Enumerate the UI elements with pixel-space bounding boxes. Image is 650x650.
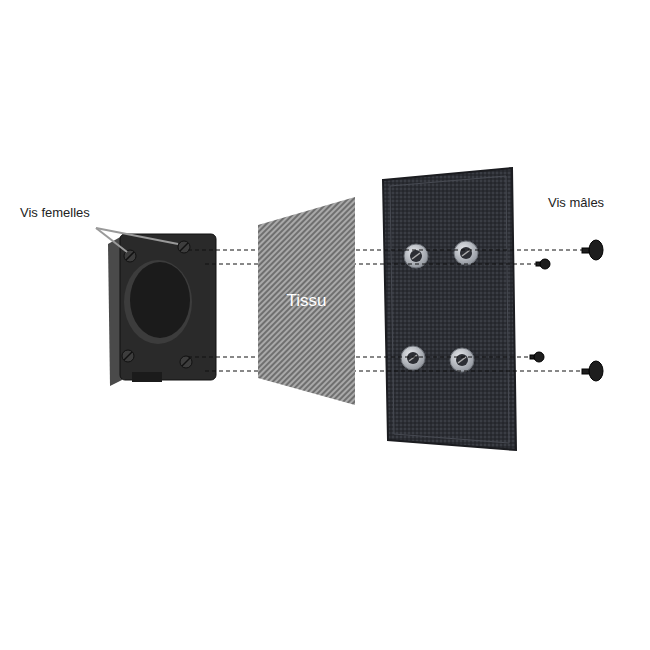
eyelets	[401, 241, 478, 372]
clip-frame	[108, 234, 216, 386]
part-label: Vis mâles	[548, 195, 604, 210]
male-screws	[530, 240, 603, 381]
fabric-shape: Tissu	[258, 197, 355, 405]
part-name: Tissu	[287, 291, 327, 311]
alignment-lines	[188, 250, 586, 371]
leader-lines	[96, 228, 178, 252]
fabric-panel	[383, 168, 516, 450]
part-label: Vis femelles	[20, 205, 90, 220]
